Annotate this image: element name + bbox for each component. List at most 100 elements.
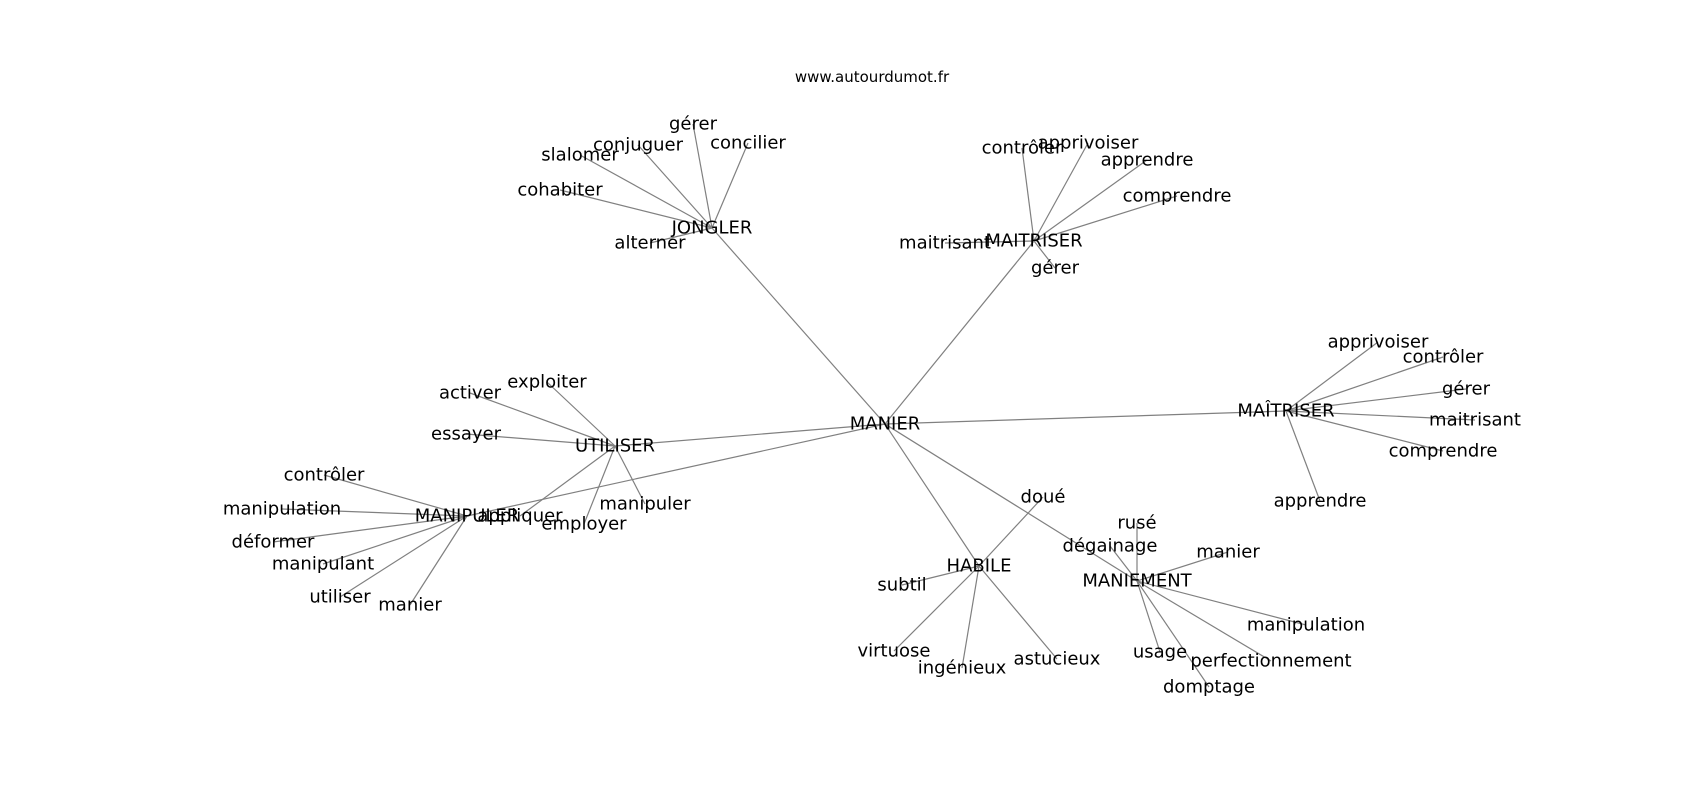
neighbor-word[interactable]: appliquer [477,506,563,527]
neighbor-word[interactable]: alterner [614,233,686,254]
graph-edge [583,445,616,525]
graph-edge [1033,195,1178,242]
neighbor-word[interactable]: astucieux [1014,649,1101,670]
graph-edge [559,189,713,229]
graph-edge [519,445,616,517]
neighbor-word[interactable]: manipulant [272,554,374,575]
graph-edge [884,423,1138,582]
graph-edges [272,123,1476,688]
graph-edge [1136,551,1229,582]
neighbor-word[interactable]: apprivoiser [1038,133,1139,154]
neighbor-word[interactable]: subtil [877,575,926,596]
neighbor-word[interactable]: manipulation [1247,615,1365,636]
graph-edge [272,515,468,543]
neighbor-word[interactable]: cohabiter [517,180,603,201]
neighbor-word[interactable]: déformer [232,532,316,553]
neighbor-word[interactable]: essayer [431,424,502,445]
neighbor-word[interactable]: dégainage [1063,536,1158,557]
graph-edge [1136,580,1307,626]
cluster-word[interactable]: MAITRISER [985,231,1082,252]
neighbor-word[interactable]: ingénieux [918,658,1007,679]
neighbor-word[interactable]: activer [439,383,502,404]
neighbor-word[interactable]: gérer [1442,379,1491,400]
graph-edge [614,445,646,505]
graph-edge [1136,580,1210,688]
graph-edge [1109,545,1138,582]
graph-edge [579,154,713,229]
graph-edge [637,144,713,229]
graph-edge [884,240,1035,425]
neighbor-word[interactable]: comprendre [1389,441,1498,462]
cluster-word[interactable]: MANIPULER [415,506,520,527]
graph-edge [1136,580,1161,653]
graph-edge [1285,410,1321,502]
neighbor-word[interactable]: apprendre [1101,150,1194,171]
graph-edge [978,565,1058,660]
cluster-word[interactable]: MAÎTRISER [1237,400,1334,422]
graph-edge [281,508,468,517]
neighbor-word[interactable]: contrôler [1403,347,1484,368]
neighbor-word[interactable]: gérer [1031,258,1080,279]
neighbor-word[interactable]: manier [378,595,442,616]
graph-edge [692,123,713,229]
neighbor-word[interactable]: gérer [669,114,718,135]
graph-edge [961,565,980,669]
graph-edge [649,227,713,244]
cluster-word[interactable]: JONGLER [671,218,753,239]
neighbor-word[interactable]: maitrisant [1429,410,1521,431]
neighbor-word[interactable]: concilier [710,133,786,154]
neighbor-word[interactable]: contrôler [284,465,365,486]
graph-edge [901,565,980,586]
graph-edge [1285,410,1476,421]
neighbor-word[interactable]: comprendre [1123,186,1232,207]
neighbor-word[interactable]: slalomer [541,145,619,166]
graph-edge [546,381,616,447]
neighbor-word[interactable]: domptage [1163,677,1255,698]
neighbor-word[interactable]: conjuguer [593,135,684,156]
graph-edge [1285,356,1444,412]
center-word[interactable]: MANIER [850,414,921,435]
neighbor-word[interactable]: apprendre [1274,491,1367,512]
graph-edge [1033,159,1148,242]
graph-edge [884,423,980,567]
neighbor-word[interactable]: usage [1133,642,1187,663]
graph-edge [614,423,886,447]
graph-edge [322,515,468,565]
site-title: www.autourdumot.fr [795,68,950,86]
neighbor-word[interactable]: exploiter [507,372,587,393]
graph-edge [978,496,1044,567]
graph-edge [711,227,886,425]
graph-edge [1033,240,1056,269]
graph-edge [711,142,749,229]
graph-edge [893,565,980,652]
neighbor-word[interactable]: contrôler [982,138,1063,159]
neighbor-word[interactable]: perfectionnement [1190,651,1351,672]
graph-edge [409,515,468,606]
neighbor-word[interactable]: utiliser [309,587,371,608]
neighbor-word[interactable]: employer [541,514,627,535]
cluster-word[interactable]: UTILISER [575,436,655,457]
neighbor-word[interactable]: apprivoiser [1328,332,1429,353]
neighbor-word[interactable]: manipulation [223,499,341,520]
neighbor-word[interactable]: maitrisant [899,233,991,254]
graph-edge [1285,388,1467,412]
cluster-word[interactable]: MANIEMENT [1082,571,1192,592]
neighbor-word[interactable]: doué [1021,487,1066,508]
cluster-word[interactable]: HABILE [947,556,1012,577]
graph-edge [339,515,468,598]
graph-edge [469,392,616,447]
neighbor-word[interactable]: virtuose [858,641,931,662]
graph-edge [944,240,1035,244]
graph-edge [1285,341,1379,412]
graph-edge [465,433,616,447]
graph-edge [1021,147,1035,242]
graph-edge [1136,580,1272,662]
graph-edge [1285,410,1444,452]
graph-edge [323,474,468,517]
graph-edge [1033,142,1089,242]
neighbor-word[interactable]: manipuler [599,494,691,515]
neighbor-word[interactable]: manier [1196,542,1260,563]
neighbor-word[interactable]: rusé [1117,513,1156,534]
